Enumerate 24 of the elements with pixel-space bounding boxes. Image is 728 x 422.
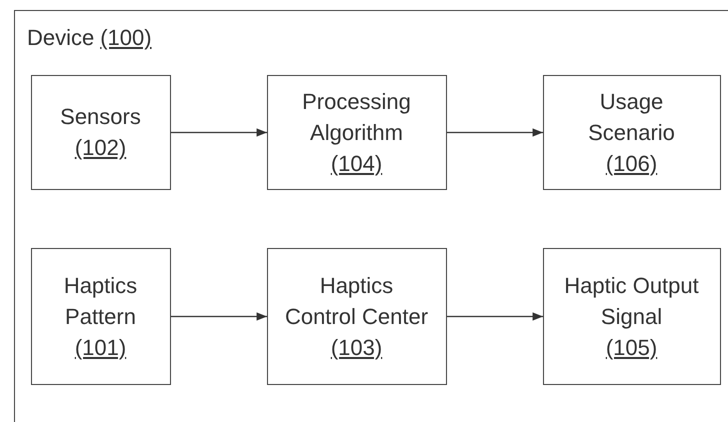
reference-number: (101) (74, 334, 126, 362)
device-frame (14, 10, 728, 422)
reference-number: (104) (330, 150, 382, 178)
block-label: Haptics Pattern (62, 272, 138, 330)
block-box (30, 74, 170, 190)
block-title: Device (100) (27, 25, 152, 51)
block-box (266, 74, 446, 190)
reference-number: (105) (606, 334, 658, 362)
block-label: Usage Scenario (587, 88, 676, 146)
block-label: Sensors (60, 103, 141, 131)
arrow (171, 312, 267, 321)
arrow (447, 128, 543, 137)
block-label: Haptics Control Center (284, 272, 428, 330)
block-box (542, 74, 720, 190)
block-label: Processing Algorithm (301, 88, 412, 147)
block-box (542, 248, 720, 384)
block-box (266, 248, 446, 384)
arrow (447, 312, 543, 321)
block-label: Haptic Output Signal (563, 272, 700, 331)
reference-number: (106) (606, 150, 658, 178)
block-box (30, 248, 170, 384)
reference-number: (102) (74, 134, 126, 162)
arrow (171, 128, 267, 137)
reference-number: (103) (330, 334, 382, 362)
